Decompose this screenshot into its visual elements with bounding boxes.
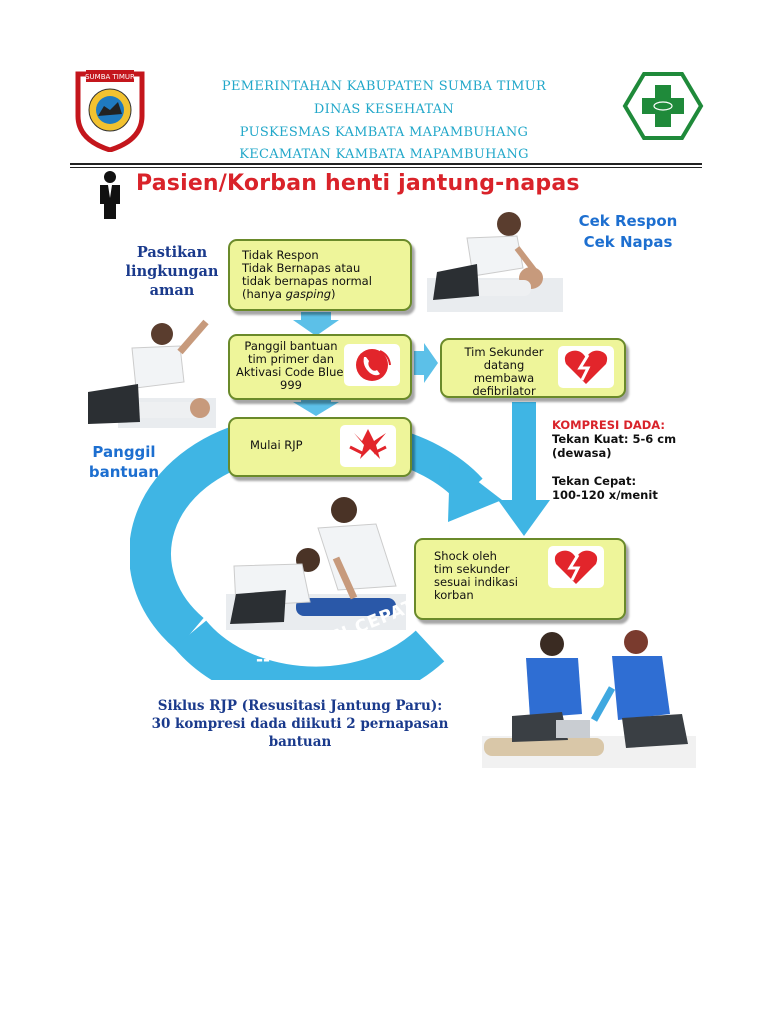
box-tidak-respon: Tidak Respon Tidak Bernapas atau tidak b…	[228, 239, 412, 311]
header-divider-thin	[70, 167, 702, 168]
photo-rjp	[226, 494, 406, 630]
photo-tim-sekunder	[482, 628, 696, 768]
arrow-down-2	[293, 396, 339, 420]
photo-panggil-bantuan	[88, 312, 216, 430]
box-mulai-rjp: Mulai RJP	[228, 417, 412, 477]
cycle-label-sep: --	[256, 650, 271, 670]
phone-icon	[344, 344, 400, 386]
svg-text:SUMBA TIMUR: SUMBA TIMUR	[85, 73, 135, 81]
header-line-1: PEMERINTAHAN KABUPATEN SUMBA TIMUR	[221, 79, 547, 94]
hands-cpr-icon	[340, 425, 396, 467]
siklus-rjp-caption: Siklus RJP (Resusitasi Jantung Paru): 30…	[151, 698, 449, 750]
box-panggil-bantuan: Panggil bantuan tim primer dan Aktivasi …	[228, 334, 412, 400]
arrow-down-1	[293, 312, 339, 340]
arrow-right-1	[414, 343, 438, 387]
regency-seal-icon: SUMBA TIMUR	[72, 66, 148, 153]
arrow-down-long	[498, 402, 550, 540]
health-cross-icon	[622, 71, 704, 141]
heart-defibrillator-icon	[548, 546, 604, 588]
box-shock: Shock oleh tim sekunder sesuai indikasi …	[414, 538, 626, 620]
panggil-bantuan-label: Panggil bantuan	[88, 443, 160, 481]
cek-label: Cek Respon Cek Napas	[578, 212, 678, 251]
header-line-2: DINAS KESEHATAN	[313, 102, 455, 117]
person-icon	[95, 170, 125, 220]
photo-cek-respon	[427, 208, 563, 312]
heart-defibrillator-icon	[558, 346, 614, 388]
header-line-3: PUSKESMAS KAMBATA MAPAMBUHANG	[239, 125, 529, 140]
header-line-4: KECAMATAN KAMBATA MAPAMBUHANG	[239, 147, 529, 162]
page-title: Pasien/Korban henti jantung-napas	[136, 171, 580, 196]
pastikan-label: Pastikan lingkungan aman	[125, 244, 219, 299]
kompresi-info: KOMPRESI DADA: Tekan Kuat: 5-6 cm (dewas…	[552, 418, 677, 502]
box-tim-sekunder: Tim Sekunder datang membawa defibrilator	[440, 338, 626, 398]
header-divider	[70, 163, 702, 165]
